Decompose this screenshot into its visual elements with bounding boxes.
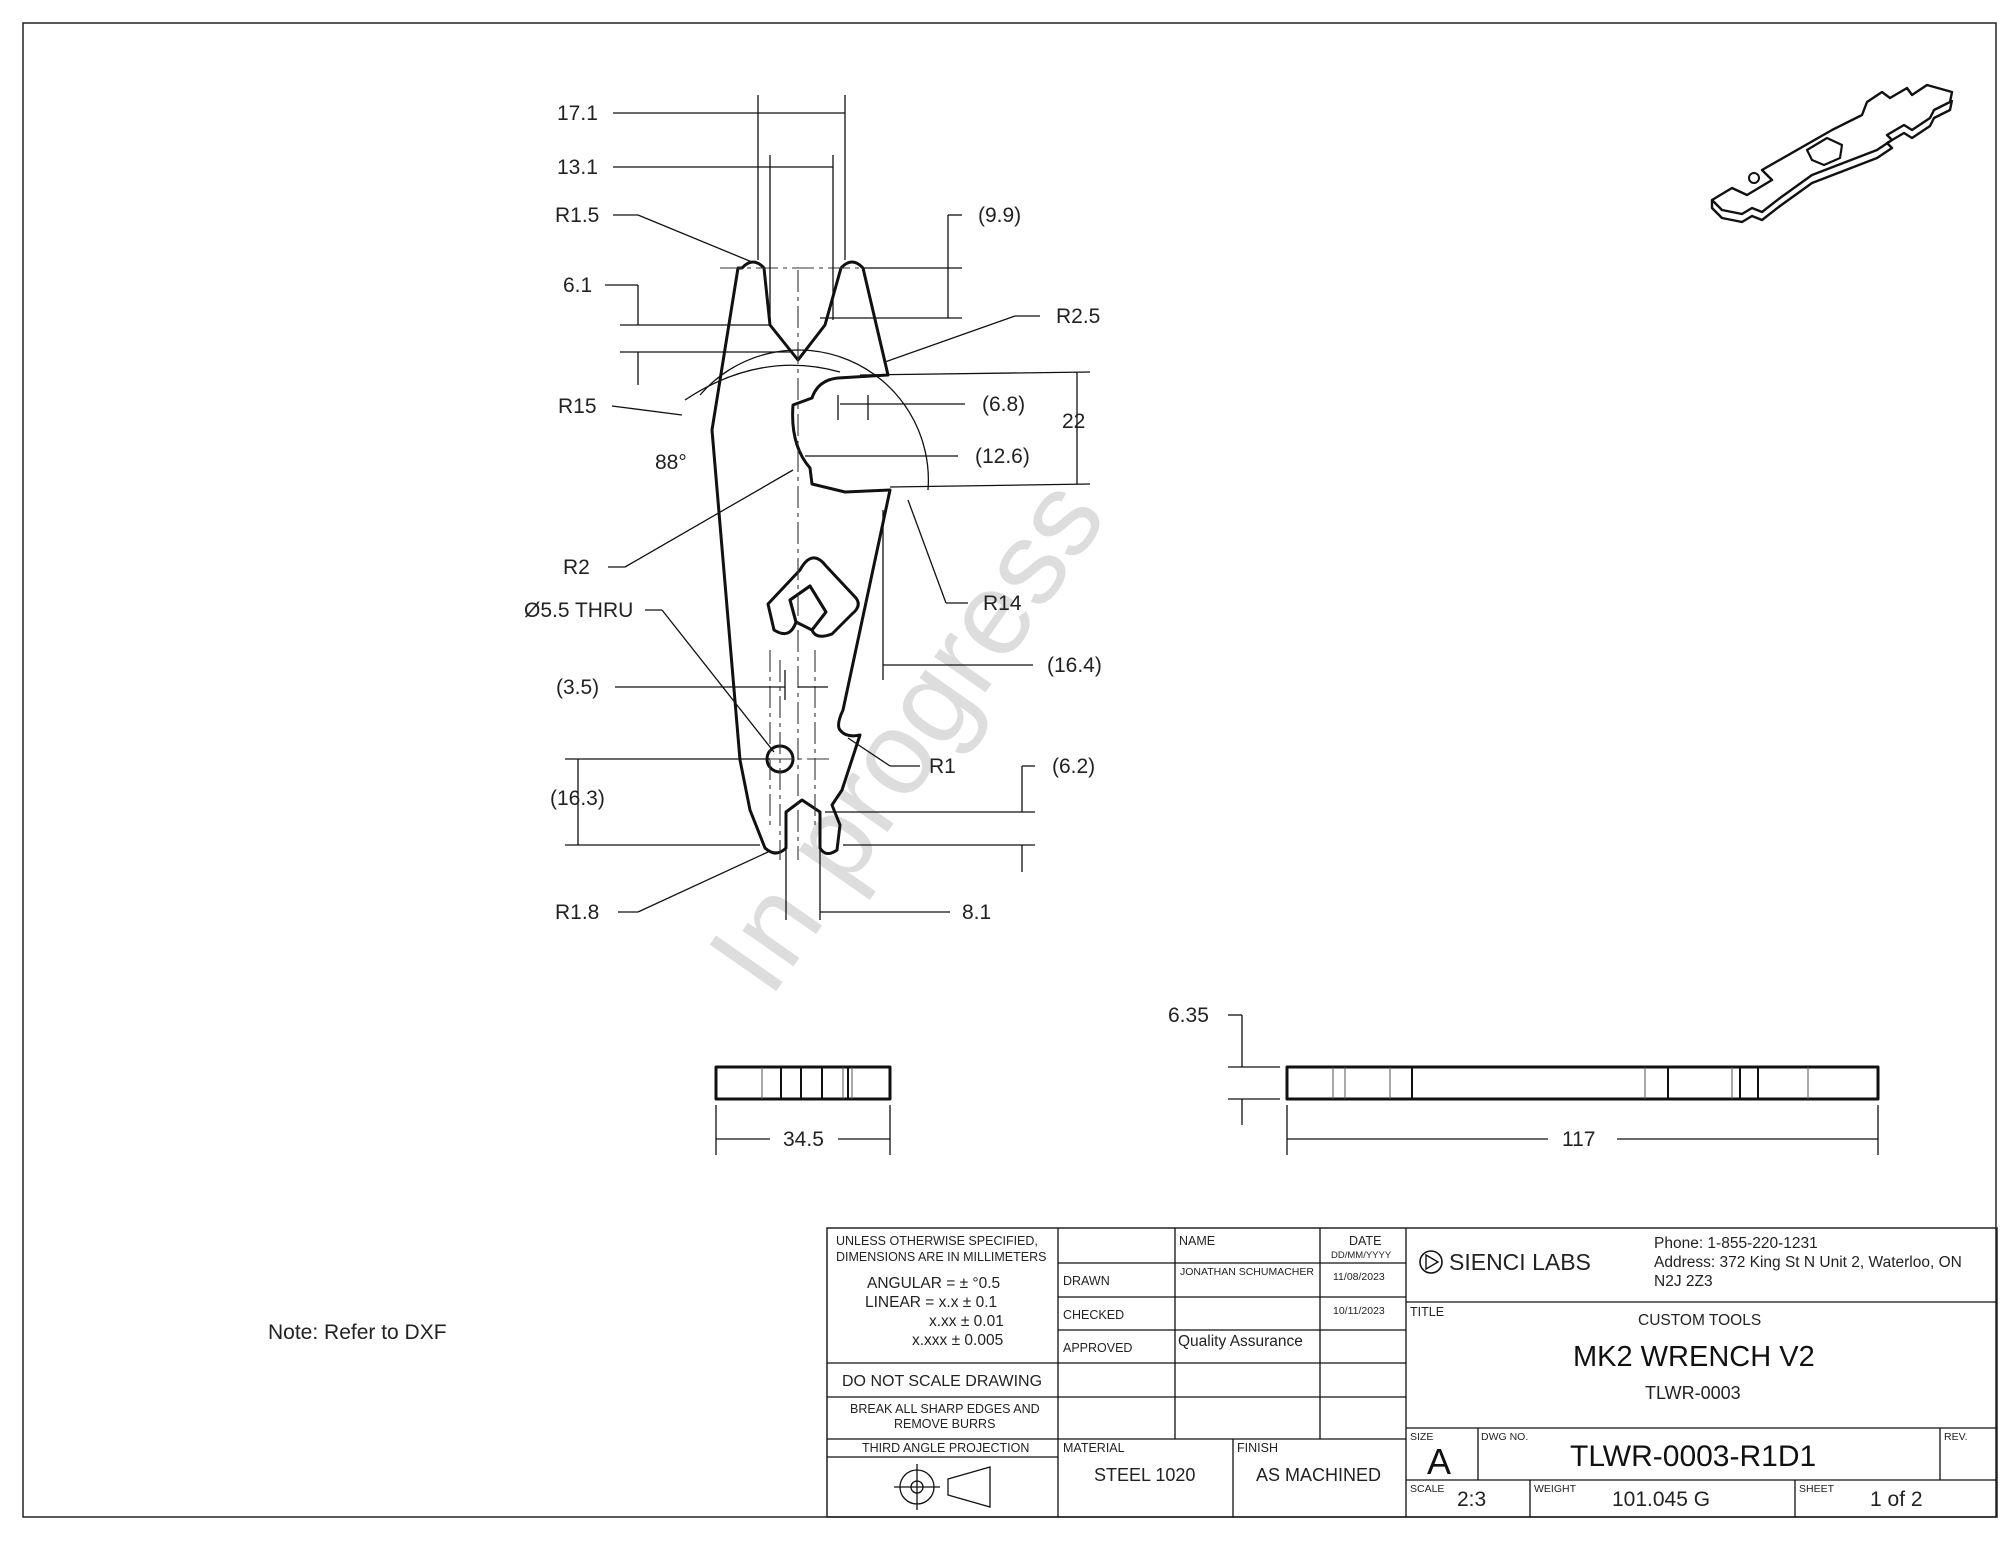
company-address-2: N2J 2Z3 [1654, 1273, 1713, 1290]
dim-22: 22 [1062, 410, 1085, 433]
checked-date: 10/11/2023 [1333, 1305, 1385, 1317]
checked-label: CHECKED [1063, 1308, 1124, 1322]
projection-symbol-icon [894, 1464, 991, 1510]
weight-label: WEIGHT [1534, 1483, 1577, 1495]
dim-r14: R14 [983, 592, 1022, 615]
approved-name: Quality Assurance [1178, 1333, 1303, 1350]
dim-angle-88: 88° [655, 451, 687, 474]
tol-header-1: UNLESS OTHERWISE SPECIFIED, [836, 1234, 1038, 1248]
dim-9-9: (9.9) [978, 204, 1021, 227]
dimensions: 17.1 13.1 R1.5 (9.9) 6.1 R2.5 R15 88° [524, 95, 1102, 924]
dim-6-8: (6.8) [982, 393, 1025, 416]
dim-r1-8: R1.8 [555, 901, 599, 924]
isometric-view [1710, 83, 1954, 224]
dim-r15: R15 [558, 395, 597, 418]
do-not-scale: DO NOT SCALE DRAWING [842, 1373, 1042, 1390]
name-header: NAME [1179, 1234, 1215, 1248]
subtitle: CUSTOM TOOLS [1638, 1312, 1761, 1329]
wrench-outline [710, 260, 892, 855]
dim-r2: R2 [563, 556, 590, 579]
note: Note: Refer to DXF [268, 1321, 447, 1344]
dim-hole: Ø5.5 THRU [524, 599, 633, 622]
dim-6-1: 6.1 [563, 274, 592, 297]
sienci-logo-icon [1419, 1250, 1443, 1274]
company-name: SIENCI LABS [1449, 1249, 1591, 1275]
material-value: STEEL 1020 [1094, 1465, 1195, 1485]
dim-34-5: 34.5 [783, 1128, 824, 1151]
top-view: 117 6.35 [1168, 1004, 1880, 1155]
finish-value: AS MACHINED [1256, 1465, 1381, 1485]
drawing-title: MK2 WRENCH V2 [1573, 1341, 1815, 1373]
approved-label: APPROVED [1063, 1341, 1132, 1355]
date-format: DD/MM/YYYY [1331, 1250, 1392, 1261]
tol-linear: LINEAR = x.x ± 0.1 [865, 1294, 997, 1311]
break-edges-2: REMOVE BURRS [894, 1417, 995, 1431]
title-block: UNLESS OTHERWISE SPECIFIED, DIMENSIONS A… [826, 1227, 1998, 1518]
dim-8-1: 8.1 [962, 901, 991, 924]
dim-r2-5: R2.5 [1056, 305, 1100, 328]
dim-17-1: 17.1 [557, 102, 598, 125]
break-edges-1: BREAK ALL SHARP EDGES AND [850, 1402, 1040, 1416]
company-phone: Phone: 1-855-220-1231 [1654, 1235, 1818, 1252]
dim-117: 117 [1562, 1128, 1595, 1151]
company-address-1: Address: 372 King St N Unit 2, Waterloo,… [1654, 1254, 1962, 1271]
triangle-inner-loop [788, 584, 828, 632]
dim-16-3: (16.3) [550, 787, 605, 810]
sheet-value: 1 of 2 [1870, 1488, 1923, 1511]
drawn-name: JONATHAN SCHUMACHER [1180, 1266, 1314, 1278]
dim-3-5: (3.5) [556, 676, 599, 699]
dwg-no-label: DWG NO. [1481, 1431, 1528, 1443]
size-value: A [1427, 1441, 1451, 1482]
sheet-label: SHEET [1799, 1483, 1835, 1495]
scale-label: SCALE [1410, 1483, 1444, 1495]
dim-12-6: (12.6) [975, 445, 1030, 468]
scale-value: 2:3 [1457, 1488, 1486, 1511]
side-view: 34.5 [714, 1065, 892, 1155]
dim-r1: R1 [929, 755, 956, 778]
finish-label: FINISH [1237, 1441, 1278, 1455]
title-label: TITLE [1410, 1305, 1444, 1319]
weight-value: 101.045 G [1612, 1488, 1710, 1511]
drawn-date: 11/08/2023 [1333, 1271, 1385, 1283]
dim-6-2: (6.2) [1052, 755, 1095, 778]
date-header: DATE [1349, 1234, 1381, 1248]
tol-xx: x.xx ± 0.01 [929, 1313, 1004, 1330]
triangle-cutout [766, 556, 860, 638]
size-label: SIZE [1410, 1431, 1433, 1443]
projection-label: THIRD ANGLE PROJECTION [862, 1441, 1029, 1455]
dim-6-35: 6.35 [1168, 1004, 1209, 1027]
material-label: MATERIAL [1063, 1441, 1125, 1455]
tol-xxx: x.xxx ± 0.005 [912, 1332, 1003, 1349]
sheet-border [22, 22, 1997, 1518]
dim-13-1: 13.1 [557, 156, 598, 179]
tol-angular: ANGULAR = ± °0.5 [867, 1275, 1000, 1292]
drawn-label: DRAWN [1063, 1274, 1110, 1288]
rev-label: REV. [1944, 1431, 1968, 1443]
dim-16-4: (16.4) [1047, 654, 1102, 677]
watermark: In progress [683, 456, 1130, 1015]
tol-header-2: DIMENSIONS ARE IN MILLIMETERS [836, 1250, 1046, 1264]
front-view [710, 260, 892, 860]
dim-r1-5: R1.5 [555, 204, 599, 227]
part-number: TLWR-0003 [1645, 1383, 1741, 1403]
dwg-no-value: TLWR-0003-R1D1 [1570, 1440, 1816, 1473]
